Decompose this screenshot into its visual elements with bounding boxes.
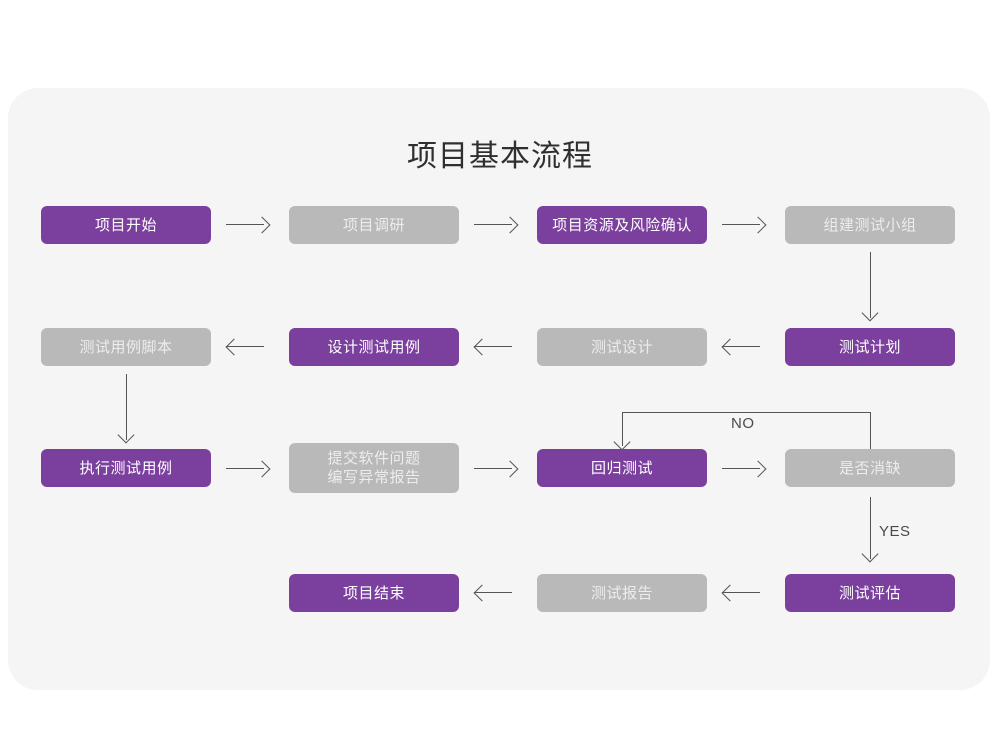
node-project-research[interactable]: 项目调研 — [289, 206, 459, 244]
arrow-r4-3-2-line — [474, 592, 512, 593]
node-execute-test-case[interactable]: 执行测试用例 — [41, 449, 211, 487]
edge-label-no: NO — [731, 415, 755, 432]
page-title: 项目基本流程 — [407, 140, 593, 173]
arrow-r1-2-3-line — [474, 224, 512, 225]
node-build-test-team[interactable]: 组建测试小组 — [785, 206, 955, 244]
node-test-report[interactable]: 测试报告 — [537, 574, 707, 612]
arrow-r1c4-r2c4-line — [870, 252, 871, 318]
node-project-start[interactable]: 项目开始 — [41, 206, 211, 244]
no-loop-left-vline — [622, 412, 623, 446]
arrow-r3-2-3-line — [474, 468, 512, 469]
node-test-case-script[interactable]: 测试用例脚本 — [41, 328, 211, 366]
arrow-r1-1-2-line — [226, 224, 264, 225]
arrow-r3-3-4-line — [722, 468, 760, 469]
no-loop-right-vline — [870, 412, 871, 450]
node-test-plan[interactable]: 测试计划 — [785, 328, 955, 366]
arrow-r2-3-2-line — [474, 346, 512, 347]
edge-label-yes: YES — [879, 523, 911, 540]
arrow-r3-1-2-line — [226, 468, 264, 469]
no-loop-top-hline — [622, 412, 871, 413]
arrow-r2c1-r3c1-line — [126, 374, 127, 440]
arrow-yes-line — [870, 497, 871, 559]
arrow-r2-2-1-line — [226, 346, 264, 347]
arrow-r2-4-3-line — [722, 346, 760, 347]
node-test-evaluation[interactable]: 测试评估 — [785, 574, 955, 612]
node-project-end[interactable]: 项目结束 — [289, 574, 459, 612]
node-defect-cleared[interactable]: 是否消缺 — [785, 449, 955, 487]
node-submit-issue-report[interactable]: 提交软件问题 编写异常报告 — [289, 443, 459, 493]
node-test-design[interactable]: 测试设计 — [537, 328, 707, 366]
arrow-r4-4-3-line — [722, 592, 760, 593]
node-resource-risk-confirm[interactable]: 项目资源及风险确认 — [537, 206, 707, 244]
arrow-r1-3-4-line — [722, 224, 760, 225]
node-design-test-case[interactable]: 设计测试用例 — [289, 328, 459, 366]
node-regression-test[interactable]: 回归测试 — [537, 449, 707, 487]
